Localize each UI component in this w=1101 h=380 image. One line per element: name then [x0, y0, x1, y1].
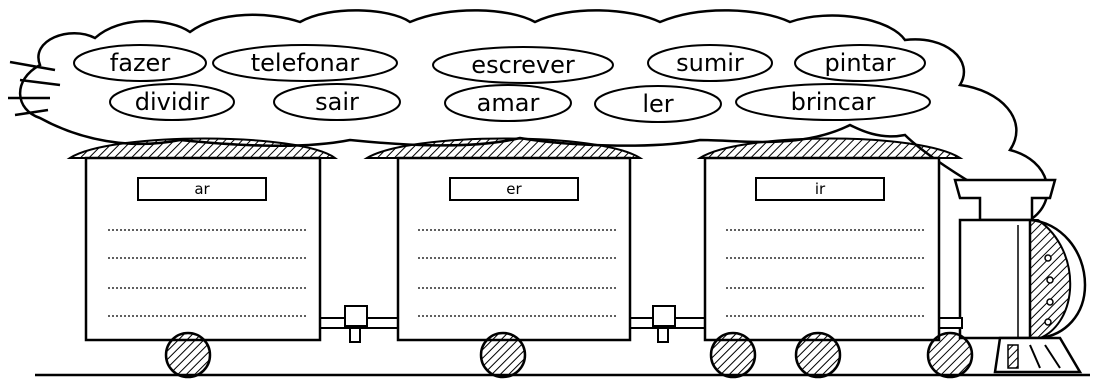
locomotive: [955, 180, 1085, 372]
word-label: fazer: [110, 49, 171, 77]
wagon-label: ar: [194, 180, 210, 198]
wagon-ar: ar: [70, 139, 335, 341]
word-bubble: amar: [445, 85, 571, 121]
word-label: sumir: [676, 49, 744, 77]
word-label: dividir: [135, 88, 210, 116]
word-label: telefonar: [251, 49, 360, 77]
word-label: escrever: [471, 51, 575, 79]
word-bubble: fazer: [74, 45, 206, 81]
wagon-label: ir: [815, 180, 826, 198]
word-label: pintar: [824, 49, 895, 77]
word-bubble: telefonar: [213, 45, 397, 81]
word-bubble: brincar: [736, 84, 930, 120]
word-label: brincar: [791, 88, 876, 116]
word-bubble: sumir: [648, 45, 772, 81]
word-bubble: ler: [595, 86, 721, 122]
word-bubble: sair: [274, 84, 400, 120]
wagon-label: er: [506, 180, 522, 198]
word-bubble: dividir: [110, 84, 234, 120]
wagon-ir: ir: [700, 139, 960, 341]
word-bubble: pintar: [795, 45, 925, 81]
word-label: sair: [315, 88, 359, 116]
word-label: ler: [642, 90, 673, 118]
word-bubble: escrever: [433, 47, 613, 83]
word-label: amar: [477, 89, 540, 117]
wagon-er: er: [367, 139, 640, 341]
